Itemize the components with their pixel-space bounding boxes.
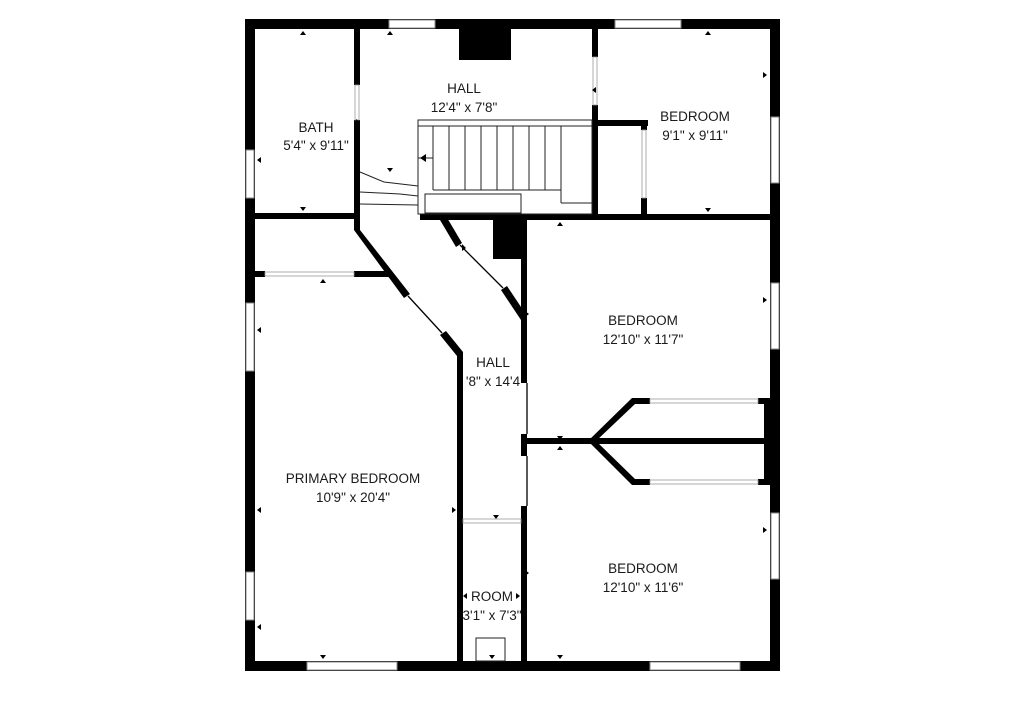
wall-interior — [354, 271, 390, 277]
room-size-primary-bedroom: 10'9" x 20'4" — [316, 490, 390, 505]
room-name-bath: BATH — [298, 120, 333, 135]
window — [770, 512, 780, 580]
window — [245, 149, 255, 199]
room-size-hall-center: '8" x 14'4 — [466, 374, 521, 389]
room-name-hall-center: HALL — [476, 355, 510, 370]
wall-interior — [457, 352, 463, 663]
wall-interior — [641, 198, 647, 215]
room-size-hall-top: 12'4" x 7'8" — [431, 100, 498, 115]
wall-interior — [521, 506, 527, 663]
wall-closet — [588, 398, 650, 441]
wall-interior — [592, 105, 598, 215]
wall-interior — [255, 213, 357, 219]
window — [614, 19, 682, 29]
wall-interior — [764, 398, 770, 485]
wall-diagonal — [501, 286, 527, 320]
thin-lines — [264, 56, 759, 524]
chimney — [459, 28, 511, 60]
room-name-bedroom-bottom-right: BEDROOM — [608, 561, 678, 576]
wall-interior — [420, 214, 770, 220]
staircase — [359, 119, 593, 215]
wall-interior — [354, 120, 360, 230]
wall-interior — [255, 271, 265, 277]
room-name-primary-bedroom: PRIMARY BEDROOM — [286, 471, 421, 486]
window — [245, 302, 255, 372]
wall-interior — [596, 120, 648, 126]
room-name-room-small: ROOM — [471, 589, 513, 604]
room-name-bedroom-top-right: BEDROOM — [660, 109, 730, 124]
room-size-bath: 5'4" x 9'11" — [283, 138, 349, 153]
wall-bottom — [245, 661, 780, 671]
wall-closet — [588, 441, 650, 485]
room-size-room-small: 3'1" x 7'3" — [462, 608, 521, 623]
window — [770, 116, 780, 184]
room-labels: BATH 5'4" x 9'11" HALL 12'4" x 7'8" BEDR… — [283, 81, 730, 623]
windows — [245, 19, 780, 671]
room-size-bedroom-top-right: 9'1" x 9'11" — [662, 128, 728, 143]
wall-top — [245, 19, 780, 29]
window — [306, 661, 398, 671]
room-size-bedroom-mid-right: 12'10" x 11'7" — [603, 332, 684, 347]
wall-interior — [521, 438, 770, 444]
wall-interior — [521, 220, 527, 383]
window — [770, 282, 780, 350]
wall-interior — [641, 120, 647, 130]
wall-interior — [592, 29, 598, 57]
interior-walls — [255, 29, 770, 663]
stair-arrow-icon — [420, 154, 426, 162]
window — [388, 19, 436, 29]
wall-interior — [521, 434, 527, 456]
chimney — [493, 218, 526, 259]
room-name-bedroom-mid-right: BEDROOM — [608, 313, 678, 328]
fixture-box — [475, 637, 506, 662]
room-size-bedroom-bottom-right: 12'10" x 11'6" — [603, 580, 684, 595]
window — [245, 571, 255, 621]
wall-interior — [354, 29, 360, 85]
wall-diagonal — [354, 230, 410, 298]
door-markers — [257, 31, 767, 659]
wall-diagonal — [440, 331, 463, 356]
wall-diagonal — [440, 216, 462, 247]
room-name-hall-top: HALL — [447, 81, 481, 96]
window — [649, 661, 741, 671]
